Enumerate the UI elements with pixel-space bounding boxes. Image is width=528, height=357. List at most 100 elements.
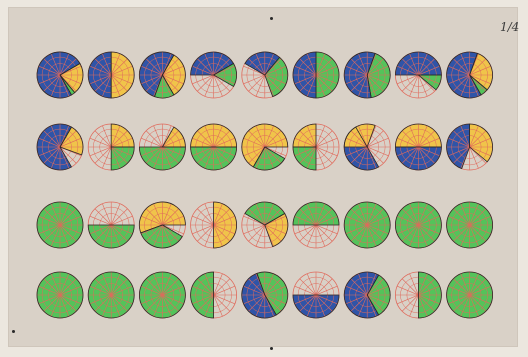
shape-outline bbox=[446, 271, 494, 319]
shape-outline bbox=[315, 51, 340, 99]
diagram-circle bbox=[292, 201, 340, 249]
shape-outline bbox=[292, 51, 317, 99]
diagram-circle bbox=[138, 201, 186, 249]
guide-ring bbox=[99, 283, 123, 307]
pin-bottom bbox=[270, 347, 273, 350]
guide-ring bbox=[457, 213, 482, 237]
guide-ring bbox=[253, 283, 277, 307]
fill-region bbox=[469, 75, 488, 95]
guide-ring bbox=[355, 283, 379, 307]
diagram-circle bbox=[36, 123, 84, 171]
guide-ring bbox=[253, 213, 277, 237]
shape-outline bbox=[446, 123, 470, 170]
shape-outline bbox=[292, 201, 340, 226]
diagram-circle bbox=[446, 123, 494, 171]
diagram-circle bbox=[446, 201, 494, 249]
fill-region bbox=[253, 147, 285, 171]
guide-ring bbox=[246, 56, 283, 94]
guide-ring bbox=[48, 283, 72, 307]
shape-outline bbox=[139, 51, 175, 98]
shape-outline bbox=[36, 201, 84, 249]
shape-outline bbox=[292, 294, 340, 319]
guide-ring bbox=[253, 63, 277, 87]
diagram-circle bbox=[36, 271, 84, 319]
guide-line bbox=[460, 273, 479, 317]
diagram-circle bbox=[190, 201, 238, 249]
guide-ring bbox=[355, 213, 379, 237]
diagram-circle bbox=[241, 51, 289, 99]
shape-outline bbox=[343, 123, 376, 148]
shape-outline bbox=[446, 201, 494, 249]
guide-ring bbox=[355, 63, 379, 87]
guide-ring bbox=[400, 206, 437, 244]
guide-line bbox=[460, 203, 479, 247]
diagram-circle bbox=[241, 271, 289, 319]
guide-line bbox=[153, 273, 172, 317]
shape-outline bbox=[36, 51, 81, 99]
diagram-circle bbox=[343, 271, 391, 319]
pin-left bbox=[12, 330, 15, 333]
guide-line bbox=[358, 203, 377, 247]
guide-line bbox=[409, 203, 428, 247]
guide-ring bbox=[41, 276, 79, 314]
shape-outline bbox=[343, 51, 376, 99]
guide-ring bbox=[457, 63, 482, 87]
fill-region bbox=[162, 127, 186, 147]
shape-outline bbox=[241, 123, 289, 168]
shape-outline bbox=[252, 146, 286, 171]
shape-outline bbox=[394, 201, 442, 249]
guide-ring bbox=[41, 128, 79, 166]
shape-outline bbox=[469, 52, 493, 91]
diagram-circle bbox=[138, 51, 186, 99]
shape-outline bbox=[417, 74, 442, 91]
shape-outline bbox=[212, 62, 237, 88]
diagram-circle bbox=[241, 201, 289, 249]
shape-outline bbox=[190, 123, 238, 148]
shape-outline bbox=[213, 201, 237, 249]
shape-outline bbox=[394, 123, 442, 148]
shape-outline bbox=[292, 146, 317, 171]
shape-outline bbox=[469, 74, 488, 96]
fill-region bbox=[469, 124, 493, 162]
pin-top bbox=[270, 17, 273, 20]
diagram-circle bbox=[446, 271, 494, 319]
diagram-circle bbox=[36, 201, 84, 249]
guide-line bbox=[102, 273, 121, 317]
diagram-circle bbox=[343, 201, 391, 249]
guide-ring bbox=[457, 283, 482, 307]
guide-ring bbox=[41, 56, 79, 94]
shape-outline bbox=[469, 123, 493, 163]
guide-ring bbox=[150, 283, 175, 307]
guide-ring bbox=[451, 56, 488, 94]
shape-outline bbox=[244, 201, 286, 226]
guide-line bbox=[50, 273, 70, 317]
diagram-circle bbox=[241, 123, 289, 171]
shape-outline bbox=[110, 51, 135, 99]
guide-line bbox=[50, 203, 70, 247]
diagram-circle bbox=[190, 51, 238, 99]
shape-outline bbox=[343, 201, 391, 249]
shape-outline bbox=[161, 54, 186, 96]
guide-ring bbox=[349, 56, 386, 94]
shape-outline bbox=[256, 271, 289, 316]
shape-outline bbox=[139, 201, 186, 234]
guide-ring bbox=[41, 206, 79, 244]
shape-outline bbox=[190, 146, 238, 171]
diagram-circle bbox=[138, 271, 186, 319]
diagram-circle bbox=[87, 51, 135, 99]
guide-ring bbox=[406, 213, 431, 237]
diagram-circle bbox=[292, 123, 340, 171]
shape-outline bbox=[154, 74, 175, 99]
diagram-circle bbox=[292, 51, 340, 99]
shape-outline bbox=[366, 52, 391, 99]
shape-outline bbox=[36, 123, 73, 171]
guide-ring bbox=[246, 276, 283, 314]
shape-outline bbox=[190, 51, 235, 76]
shape-outline bbox=[446, 51, 482, 99]
shape-outline bbox=[138, 271, 186, 319]
shape-outline bbox=[394, 146, 442, 171]
diagram-circle bbox=[394, 271, 442, 319]
guide-ring bbox=[48, 63, 72, 87]
guide-ring bbox=[349, 276, 386, 314]
